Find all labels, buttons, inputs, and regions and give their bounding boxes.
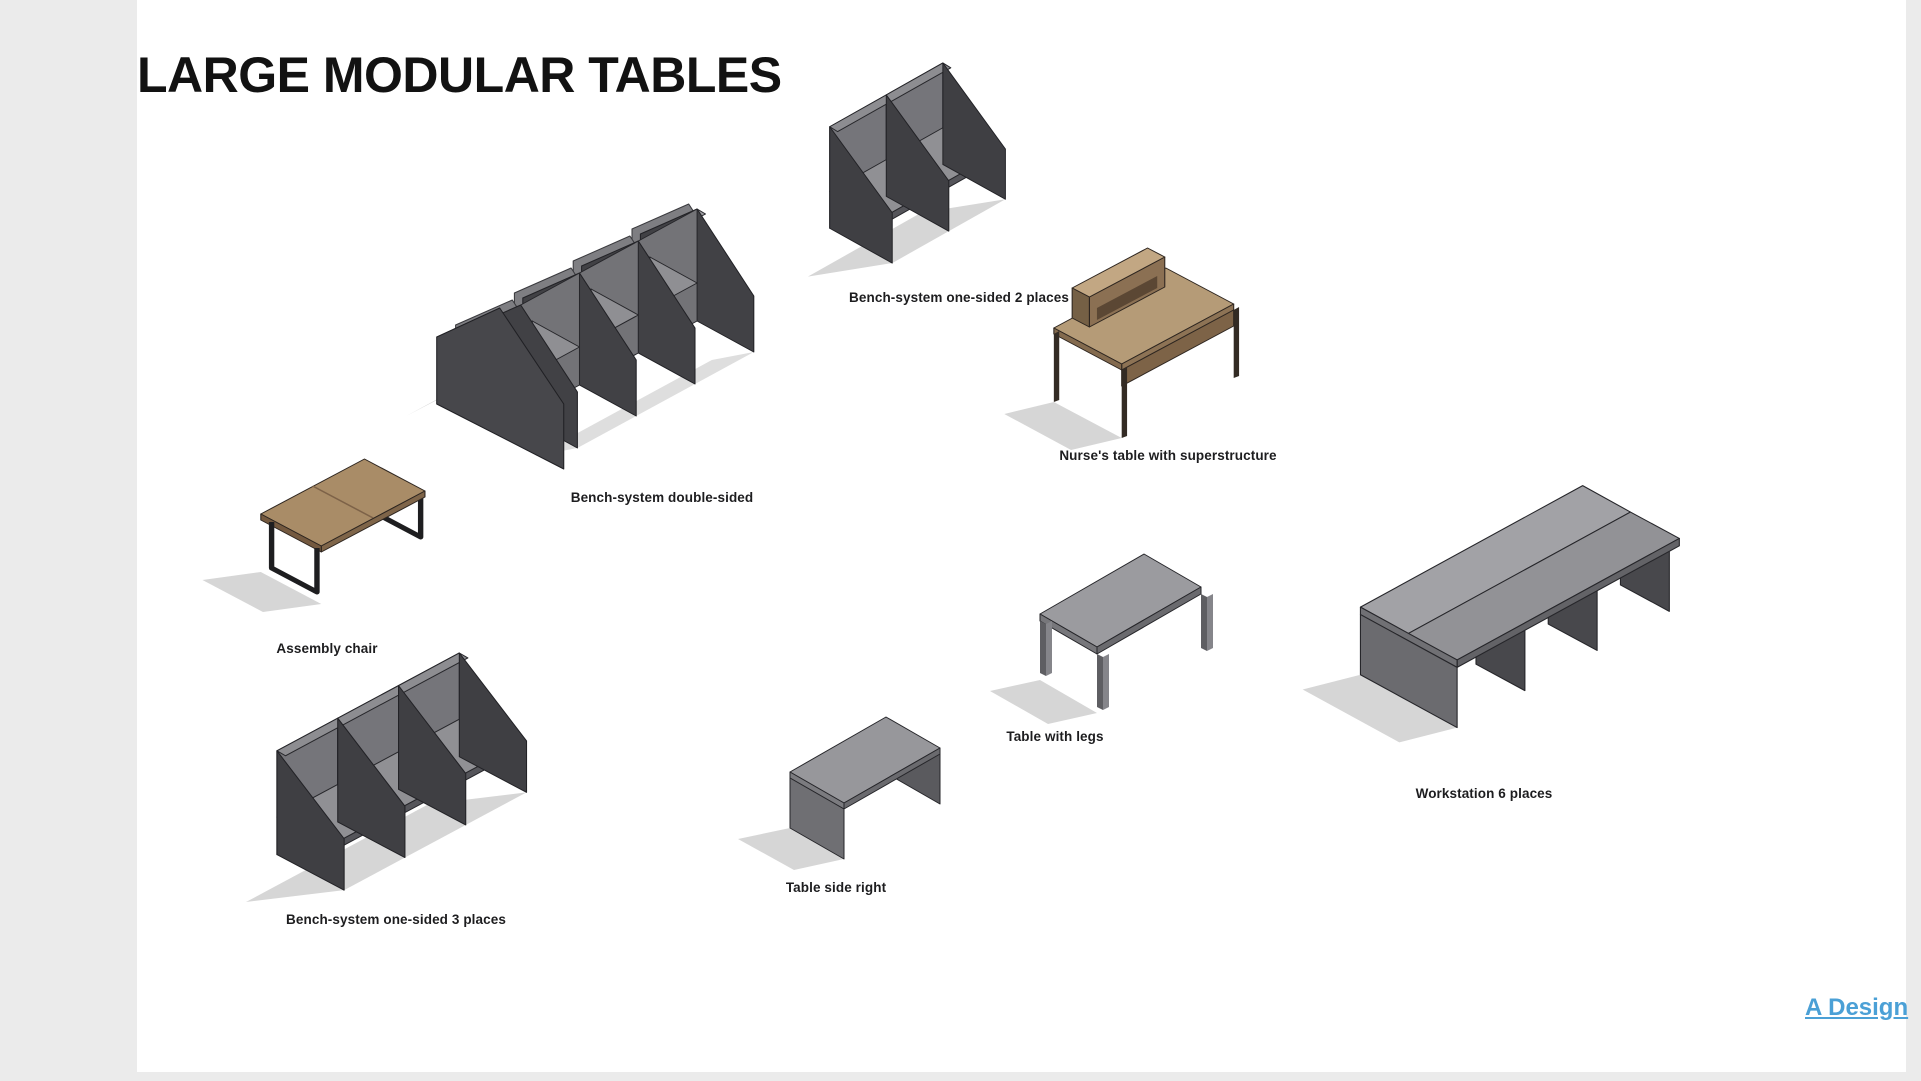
bench-system-one-sided-2-places-illustration [807, 62, 1006, 277]
label-workstation-6-places: Workstation 6 places [1415, 786, 1553, 801]
bench-system-double-sided-illustration [406, 203, 755, 470]
nurses-table-illustration [1004, 247, 1240, 450]
assembly-chair-illustration [202, 458, 426, 612]
label-table-with-legs: Table with legs [1006, 729, 1104, 744]
label-nurses-table-with-superstructure: Nurse's table with superstructure [1059, 448, 1277, 463]
figure-workstation-6-places [1296, 474, 1696, 754]
figure-bench-system-one-sided-2-places [790, 62, 1058, 294]
bench-system-one-sided-3-places-illustration [246, 652, 528, 903]
figure-table-side-right [736, 710, 976, 885]
workstation-6-places-illustration [1302, 485, 1680, 743]
table-with-legs-illustration [990, 553, 1213, 724]
figure-assembly-chair [196, 450, 466, 615]
label-assembly-chair: Assembly chair [276, 641, 378, 656]
figure-bench-system-double-sided [401, 190, 821, 490]
page-title: LARGE MODULAR TABLES [137, 47, 782, 103]
label-bench-system-double-sided: Bench-system double-sided [570, 490, 754, 505]
label-bench-system-one-sided-3-places: Bench-system one-sided 3 places [286, 912, 506, 927]
figure-table-with-legs [988, 548, 1228, 743]
figure-nurses-table-with-superstructure [1000, 246, 1280, 456]
label-table-side-right: Table side right [785, 880, 887, 895]
label-bench-system-one-sided-2-places: Bench-system one-sided 2 places [849, 290, 1069, 305]
table-side-right-illustration [738, 716, 941, 870]
a-design-link[interactable]: A Design [1805, 994, 1909, 1021]
figure-bench-system-one-sided-3-places [230, 652, 598, 904]
